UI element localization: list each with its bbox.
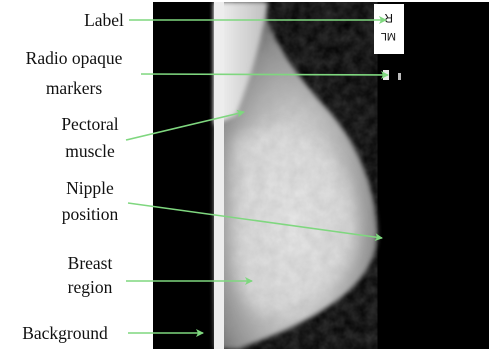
annotation-breast-line2: region — [40, 276, 140, 298]
film-edge — [214, 2, 224, 349]
annotation-breast-line1: Breast — [40, 252, 140, 274]
film-label: R ML — [374, 4, 404, 54]
annotation-nipple-line1: Nipple — [40, 177, 140, 199]
annotation-nipple-line2: position — [40, 203, 140, 225]
annotation-background: Background — [2, 322, 128, 344]
film-label-text-line2: ML — [381, 30, 396, 42]
annotation-label: Label — [64, 9, 144, 31]
annotation-pectoral-line1: Pectoral — [40, 113, 140, 135]
annotation-pectoral-line2: muscle — [40, 140, 140, 162]
annotation-radio-opaque-line2: markers — [4, 77, 144, 99]
film-label-text-line1: R — [384, 11, 393, 25]
annotation-radio-opaque-line1: Radio opaque — [4, 47, 144, 69]
